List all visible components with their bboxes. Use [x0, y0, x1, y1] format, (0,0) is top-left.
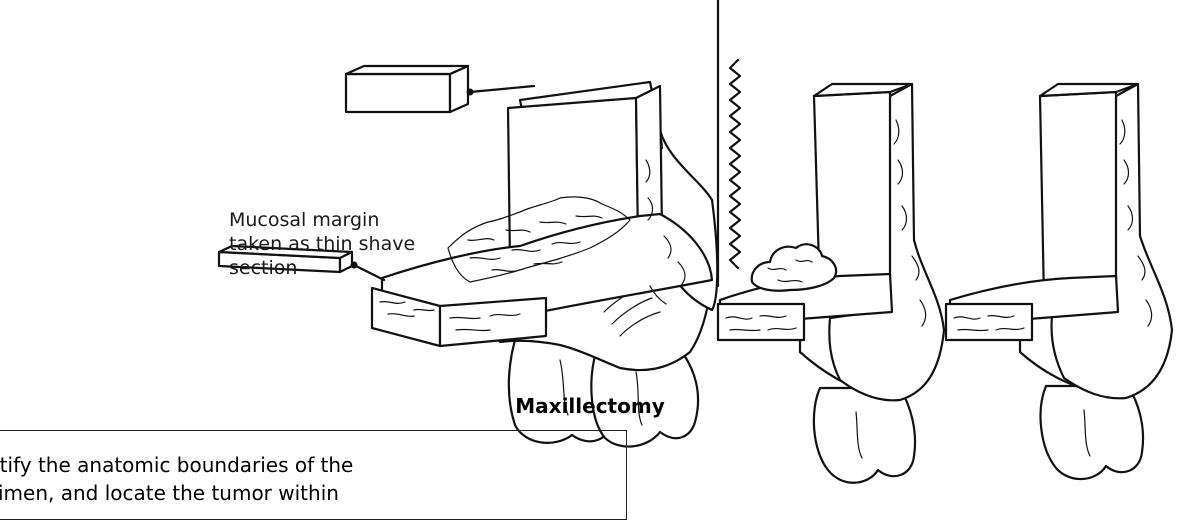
leader-top — [470, 86, 534, 92]
vertical-plate-3 — [1040, 92, 1116, 300]
instruction-line-2: cimen, and locate the tumor within — [0, 479, 353, 507]
section-title: Maxillectomy — [515, 394, 664, 418]
mucosal-margin-line-3: section — [229, 256, 415, 280]
mucosal-margin-label: Mucosal margin taken as thin shave secti… — [229, 208, 415, 280]
instruction-box: ntify the anatomic boundaries of the cim… — [0, 430, 627, 520]
instruction-text: ntify the anatomic boundaries of the cim… — [0, 451, 353, 507]
instruction-line-1: ntify the anatomic boundaries of the — [0, 451, 353, 479]
maxillectomy-diagram: Mucosal margin taken as thin shave secti… — [0, 0, 1191, 504]
specimen-3 — [946, 84, 1172, 479]
tooth-3 — [1041, 386, 1144, 479]
mucosal-margin-line-1: Mucosal margin — [229, 208, 415, 232]
specimen-2 — [718, 84, 944, 483]
illustration — [0, 0, 1191, 504]
label-box-top — [346, 74, 450, 112]
mucosal-margin-line-2: taken as thin shave — [229, 232, 415, 256]
tooth-2 — [814, 388, 915, 483]
saw-blade — [718, 0, 740, 286]
